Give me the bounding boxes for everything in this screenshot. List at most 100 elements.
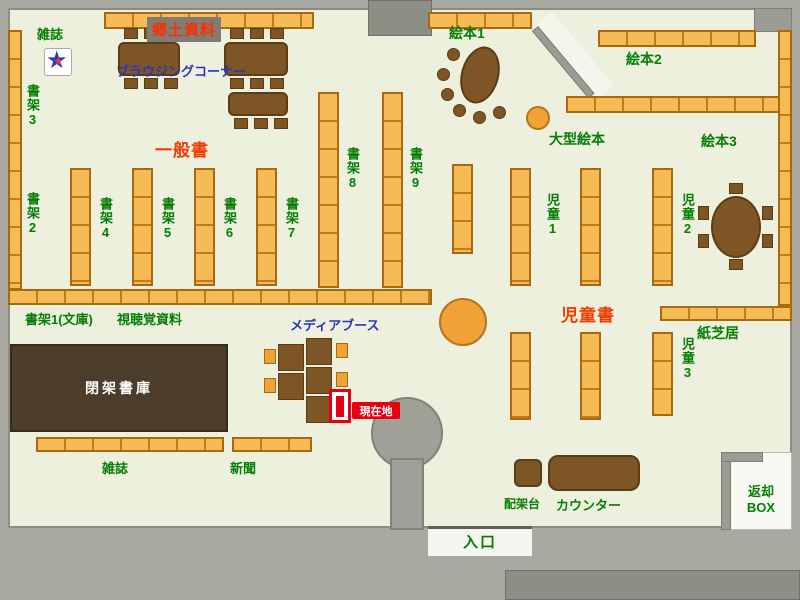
media-booth-chair: [336, 372, 348, 387]
label-browsing-corner: ブラウジングコーナー: [116, 64, 247, 79]
media-booth-seat: [306, 367, 332, 394]
label-media-booth: メディアブース: [290, 318, 380, 333]
reading-stool: [473, 111, 486, 124]
label-shoka2: 書架2: [25, 192, 40, 236]
shelf-col-shoka4: [70, 168, 91, 286]
star-icon: ★ ★: [44, 47, 72, 76]
wall-top-block: [368, 0, 432, 36]
browsing-table-1: [118, 42, 180, 76]
shelf-col-shoka6: [194, 168, 215, 286]
label-shoka3: 書架3: [25, 84, 40, 128]
haikadai-cart: [514, 459, 542, 487]
browsing-chair: [274, 118, 288, 129]
children-chair: [762, 234, 773, 248]
label-ehon1: 絵本1: [449, 25, 485, 41]
label-kyodo-shiryo: 郷土資料: [147, 17, 222, 42]
label-shinbun: 新聞: [230, 461, 257, 476]
shelf-col-shoka5: [132, 168, 153, 286]
closed-stacks: 閉架書庫: [10, 344, 228, 432]
entrance-label: 入口: [462, 534, 497, 551]
label-shoka9: 書架9: [408, 147, 423, 191]
shelf-ehon2-lower: [566, 96, 792, 113]
media-booth-seat: [306, 338, 332, 365]
star-icon-blue: ★: [46, 47, 68, 74]
shelf-jido-col3: [652, 168, 673, 286]
shelf-col-shoka7: [256, 168, 277, 286]
current-location-bar: [336, 396, 344, 417]
shelf-jido-col5: [580, 332, 601, 420]
media-booth-chair: [264, 378, 276, 393]
return-box-label-line1: 返却: [747, 484, 774, 499]
shelf-jido3-col: [652, 332, 673, 416]
reading-stool: [437, 68, 450, 81]
ogata-ehon-stand: [526, 106, 550, 130]
closed-stacks-label: 閉架書庫: [85, 380, 153, 396]
label-counter: カウンター: [556, 498, 622, 513]
label-ehon2: 絵本2: [626, 51, 662, 67]
return-box-label-line2: BOX: [746, 500, 776, 515]
children-chair: [762, 206, 773, 220]
label-zasshi-bottom: 雑誌: [102, 461, 129, 476]
browsing-chair: [164, 78, 178, 89]
browsing-chair: [124, 78, 138, 89]
reading-stool: [453, 104, 466, 117]
label-shoka6: 書架6: [222, 197, 237, 241]
children-chair: [729, 183, 743, 194]
label-shichokaku: 視聴覚資料: [117, 312, 183, 327]
browsing-chair: [254, 118, 268, 129]
media-booth-chair: [336, 343, 348, 358]
label-ogata-ehon: 大型絵本: [549, 131, 605, 147]
media-booth-seat: [278, 373, 304, 400]
reading-stool: [447, 48, 460, 61]
label-shoka1-bunko: 書架1(文庫): [25, 312, 93, 327]
shelf-jido-col1: [510, 168, 531, 286]
label-haikadai: 配架台: [504, 497, 541, 511]
shelf-divider: [8, 289, 432, 305]
children-table: [711, 196, 761, 258]
shelf-kamishibai: [660, 306, 792, 321]
browsing-chair: [250, 28, 264, 39]
label-ippansho: 一般書: [155, 141, 209, 160]
children-chair: [698, 234, 709, 248]
entrance-gap: 入口: [428, 526, 532, 556]
shelf-left-wall: [8, 30, 22, 290]
shelf-shinbun: [232, 437, 312, 452]
counter-desk: [548, 455, 640, 491]
label-jido3: 児童3: [680, 337, 695, 381]
browsing-chair: [270, 28, 284, 39]
media-booth-seat: [306, 396, 332, 423]
star-icon-red: ★: [53, 54, 64, 68]
shelf-ehon2-upper: [598, 30, 756, 47]
current-location-label: 現在地: [352, 402, 400, 419]
browsing-table-2: [224, 42, 288, 76]
reading-stool: [441, 88, 454, 101]
shelf-zasshi-bottom: [36, 437, 224, 452]
media-booth-seat: [278, 344, 304, 371]
browsing-chair: [230, 28, 244, 39]
shelf-right-wall-ehon3: [778, 30, 792, 306]
shelf-col-center: [452, 164, 473, 254]
browsing-chair: [250, 78, 264, 89]
media-booth-chair: [264, 349, 276, 364]
browsing-chair: [270, 78, 284, 89]
children-chair: [729, 259, 743, 270]
browsing-chair: [124, 28, 138, 39]
round-table: [439, 298, 487, 346]
current-location-marker: [329, 389, 351, 423]
browsing-chair: [230, 78, 244, 89]
browsing-chair: [234, 118, 248, 129]
label-shoka8: 書架8: [345, 147, 360, 191]
children-chair: [698, 206, 709, 220]
shelf-col-shoka8: [318, 92, 339, 288]
label-jidosho: 児童書: [561, 306, 615, 325]
shelf-col-shoka9: [382, 92, 403, 288]
shelf-jido-col4: [510, 332, 531, 420]
label-zasshi-top: 雑誌: [37, 27, 64, 42]
label-ehon3: 絵本3: [701, 133, 737, 149]
browsing-table-3: [228, 92, 288, 116]
return-box-wall-vertical: [721, 452, 731, 530]
wall-top-right-corner: [754, 8, 792, 32]
label-jido2: 児童2: [680, 193, 695, 237]
wall-bottom-dark-area: [505, 570, 800, 600]
